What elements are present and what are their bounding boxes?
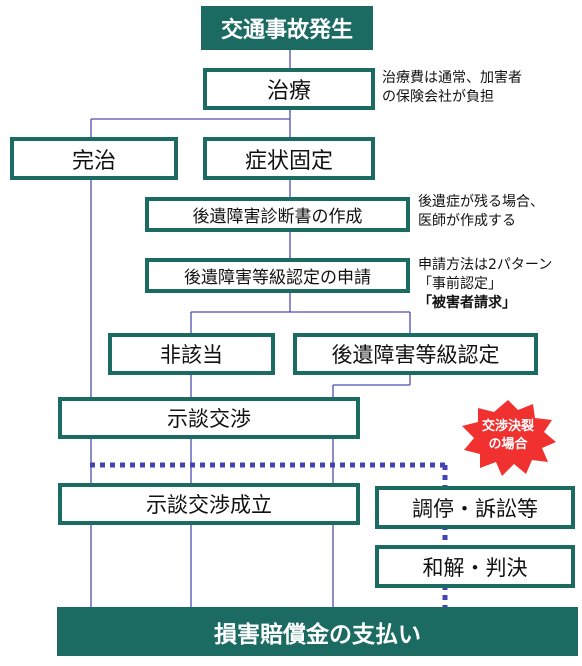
negotiation-box: 示談交渉 (58, 397, 360, 439)
symptom-fixed-box: 症状固定 (203, 137, 375, 180)
treatment-box: 治療 (203, 68, 375, 110)
mediation-lawsuit-box: 調停・訴訟等 (375, 486, 575, 529)
negotiation-failed-label: 交渉決裂 の場合 (481, 419, 534, 452)
after-effect-note: 後遺症が残る場合、 医師が作成する (418, 194, 544, 229)
not-applicable-box: 非該当 (108, 333, 275, 375)
grade-certified-box: 後遺障害等級認定 (293, 333, 538, 375)
diagnosis-report-box: 後遺障害診断書の作成 (145, 197, 410, 232)
treatment-cost-note: 治療費は通常、加害者 の保険会社が負担 (382, 70, 522, 105)
settlement-box: 示談交渉成立 (58, 483, 360, 525)
grade-application-box: 後遺障害等級認定の申請 (145, 258, 410, 293)
cured-box: 完治 (10, 137, 178, 180)
application-methods-note: 申請方法は2パターン 「事前認定」 「被害者請求」 (418, 257, 553, 311)
reconciliation-judgment-box: 和解・判決 (375, 545, 575, 588)
damage-payment-box: 損害賠償金の支払い (57, 607, 578, 656)
accident-occurrence-title: 交通事故発生 (201, 6, 373, 50)
negotiation-failed-burst (462, 400, 556, 476)
